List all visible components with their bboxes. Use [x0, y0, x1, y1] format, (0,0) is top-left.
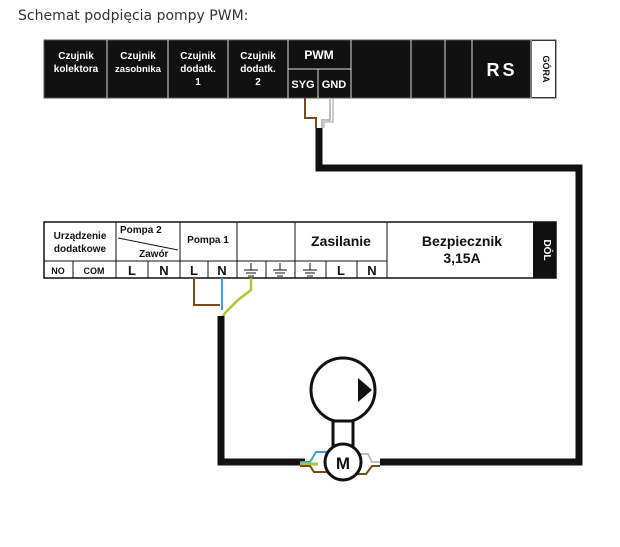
side-gora: GÓRA — [541, 56, 552, 84]
pwm-header: PWM — [304, 48, 333, 62]
pwm-cable — [304, 98, 583, 466]
term-com: COM — [84, 266, 105, 276]
pwm-gnd: GND — [322, 79, 347, 91]
cell-dodatk1-line1: Czujnik — [180, 51, 216, 62]
motor-left-wires — [300, 451, 328, 473]
side-dol: DÓL — [541, 239, 554, 260]
diagram-title: Schemat podpięcia pompy PWM: — [18, 8, 249, 24]
term-pompa1-l: L — [190, 263, 198, 278]
motor-icon: M — [323, 442, 363, 482]
term-pompa1-n: N — [217, 263, 226, 278]
rs-label: RS — [486, 60, 517, 80]
pump-icon — [309, 356, 377, 448]
bezpiecznik-line2: 3,15A — [443, 250, 480, 266]
ground-icon — [303, 263, 317, 277]
cell-dodatk1-line2: dodatk. — [180, 64, 216, 75]
bezpiecznik-line1: Bezpiecznik — [422, 233, 502, 249]
cell-dodatk2-line2: dodatk. — [240, 64, 276, 75]
top-connector-block: Czujnik kolektora Czujnik zasobnika Czuj… — [43, 39, 557, 99]
motor-right-wires — [356, 453, 380, 475]
term-pompa2-l: L — [128, 263, 136, 278]
cell-kolektor-line2: kolektora — [54, 64, 99, 75]
cell-dodatk2-line3: 2 — [255, 77, 261, 88]
zasilanie-label: Zasilanie — [311, 233, 371, 249]
cell-zasobnik-line2: zasobnika — [115, 64, 162, 75]
cell-dodatk1-line3: 1 — [195, 77, 201, 88]
cell-zasobnik-line1: Czujnik — [120, 51, 156, 62]
motor-label: M — [336, 454, 350, 473]
zawor-label: Zawór — [139, 249, 169, 260]
pwm-syg: SYG — [291, 79, 314, 91]
pompa1-label: Pompa 1 — [187, 235, 229, 246]
cell-kolektor-line1: Czujnik — [58, 51, 94, 62]
term-zasilanie-n: N — [367, 263, 376, 278]
ground-icon — [273, 263, 287, 277]
bottom-connector-block: DÓL Urządzenie dodatkowe NO COM Pompa 2 … — [43, 221, 557, 279]
ground-icon — [244, 263, 258, 277]
pompa2-label: Pompa 2 — [120, 225, 162, 236]
term-no: NO — [51, 266, 65, 276]
urzadzenie-line2: dodatkowe — [54, 244, 107, 255]
power-cable — [193, 278, 305, 466]
urzadzenie-line1: Urządzenie — [54, 231, 107, 242]
cell-dodatk2-line1: Czujnik — [240, 51, 276, 62]
term-pompa2-n: N — [159, 263, 168, 278]
term-zasilanie-l: L — [337, 263, 345, 278]
